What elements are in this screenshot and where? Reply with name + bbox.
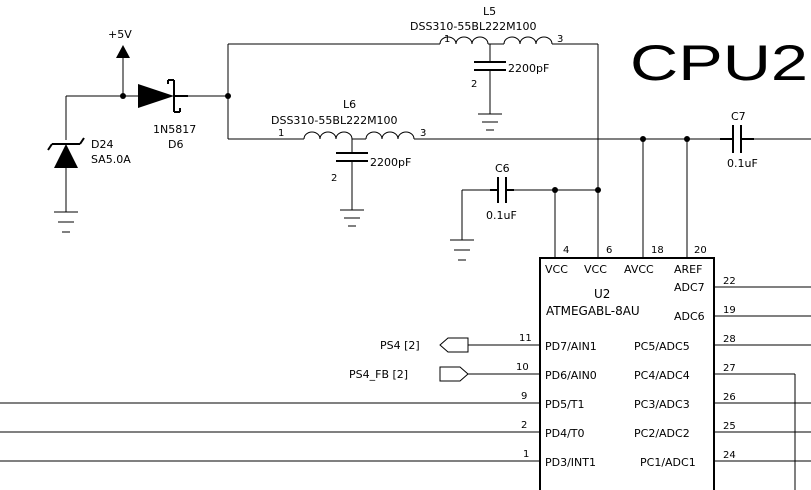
capacitor-icon	[720, 125, 754, 153]
off-sheet-ports: PS4 [2] PS4_FB [2]	[349, 337, 469, 382]
pin-name: PC2/ADC2	[634, 427, 690, 440]
l5-pin3-label: 3	[557, 34, 563, 45]
capacitor-icon	[490, 177, 514, 203]
ground-icon	[450, 239, 474, 261]
diode-part-label: 1N5817	[153, 123, 196, 136]
pin-name: PD5/T1	[545, 398, 585, 411]
inductor-icon	[303, 131, 415, 140]
port-connector-icon	[439, 366, 469, 382]
pin-number: 11	[519, 333, 532, 344]
pin-number: 22	[723, 276, 736, 287]
sheet-title: CPU2	[630, 35, 808, 91]
pin-name: PC3/ADC3	[634, 398, 690, 411]
pin-name: ADC6	[674, 310, 705, 323]
c7-value-label: 0.1uF	[727, 157, 758, 170]
chip-ref: U2	[594, 287, 610, 301]
pin-name: AVCC	[624, 263, 654, 276]
pin-name: PD7/AIN1	[545, 340, 597, 353]
capacitor-icon	[474, 61, 506, 71]
tvs-value-label: SA5.0A	[91, 153, 131, 166]
pin-number: 1	[523, 449, 529, 460]
power-arrow-icon	[116, 45, 130, 58]
l6-cap-pin-label: 2	[331, 173, 337, 184]
port-connector-icon	[439, 337, 469, 353]
tvs-ref-label: D24	[91, 138, 113, 151]
diode-ref-label: D6	[168, 138, 183, 151]
tvs-diode-icon	[47, 137, 85, 168]
pin-name: PC1/ADC1	[640, 456, 696, 469]
power-input-section: +5V 1N5817 D6 D24 SA5.0A	[47, 28, 231, 233]
c7-ref-label: C7	[731, 110, 746, 123]
capacitor-c6-section: C6 0.1uF	[450, 162, 601, 261]
pin-name: ADC7	[674, 281, 705, 294]
l6-cap-value-label: 2200pF	[370, 156, 411, 169]
pin-number: 10	[516, 362, 529, 373]
mcu-u2: 4 6 18 20 VCC VCC AVCC AREF U2 ATMEGABL-…	[0, 245, 811, 490]
pin-number: 25	[723, 421, 736, 432]
port-label-ps4-fb: PS4_FB [2]	[349, 368, 408, 381]
pin-number: 20	[694, 245, 707, 256]
ground-icon	[478, 113, 502, 131]
l6-pin1-label: 1	[278, 128, 284, 139]
power-net-label: +5V	[108, 28, 132, 41]
l5-ref-label: L5	[483, 5, 496, 18]
pin-number: 2	[521, 420, 527, 431]
ground-icon	[54, 211, 78, 233]
pin-name: PD3/INT1	[545, 456, 596, 469]
inductor-icon	[439, 36, 553, 45]
pin-name: AREF	[674, 263, 702, 276]
l6-ref-label: L6	[343, 98, 356, 111]
pin-name: VCC	[584, 263, 607, 276]
c6-value-label: 0.1uF	[486, 209, 517, 222]
pin-name: PD4/T0	[545, 427, 585, 440]
pin-name: VCC	[545, 263, 568, 276]
capacitor-c7-section: C7 0.1uF	[720, 110, 758, 170]
inductor-l5-section: L5 DSS310-55BL222M100 1 3 2200pF 2	[228, 5, 599, 258]
l5-cap-pin-label: 2	[471, 79, 477, 90]
l6-pin3-label: 3	[420, 128, 426, 139]
chip-part: ATMEGABL-8AU	[546, 304, 640, 318]
l5-part-label: DSS310-55BL222M100	[410, 20, 537, 33]
inductor-l6-section: L6 DSS310-55BL222M100 1 3 2200pF 2	[228, 98, 811, 258]
pin-number: 24	[723, 450, 736, 461]
capacitor-icon	[336, 152, 368, 162]
l5-cap-value-label: 2200pF	[508, 62, 549, 75]
pin-number: 27	[723, 363, 736, 374]
pin-number: 18	[651, 245, 664, 256]
pin-number: 6	[606, 245, 612, 256]
pin-number: 4	[563, 245, 569, 256]
pin-number: 9	[521, 391, 527, 402]
schottky-diode-icon	[138, 79, 188, 113]
c6-ref-label: C6	[495, 162, 510, 175]
pin-number: 28	[723, 334, 736, 345]
pin-name: PC5/ADC5	[634, 340, 690, 353]
l5-pin1-label: 1	[444, 34, 450, 45]
pin-number: 19	[723, 305, 736, 316]
pin-number: 26	[723, 392, 736, 403]
port-label-ps4: PS4 [2]	[380, 339, 420, 352]
chip-body	[539, 257, 715, 490]
pin-name: PC4/ADC4	[634, 369, 690, 382]
pin-name: PD6/AIN0	[545, 369, 597, 382]
ground-icon	[340, 209, 364, 227]
l6-part-label: DSS310-55BL222M100	[271, 114, 398, 127]
